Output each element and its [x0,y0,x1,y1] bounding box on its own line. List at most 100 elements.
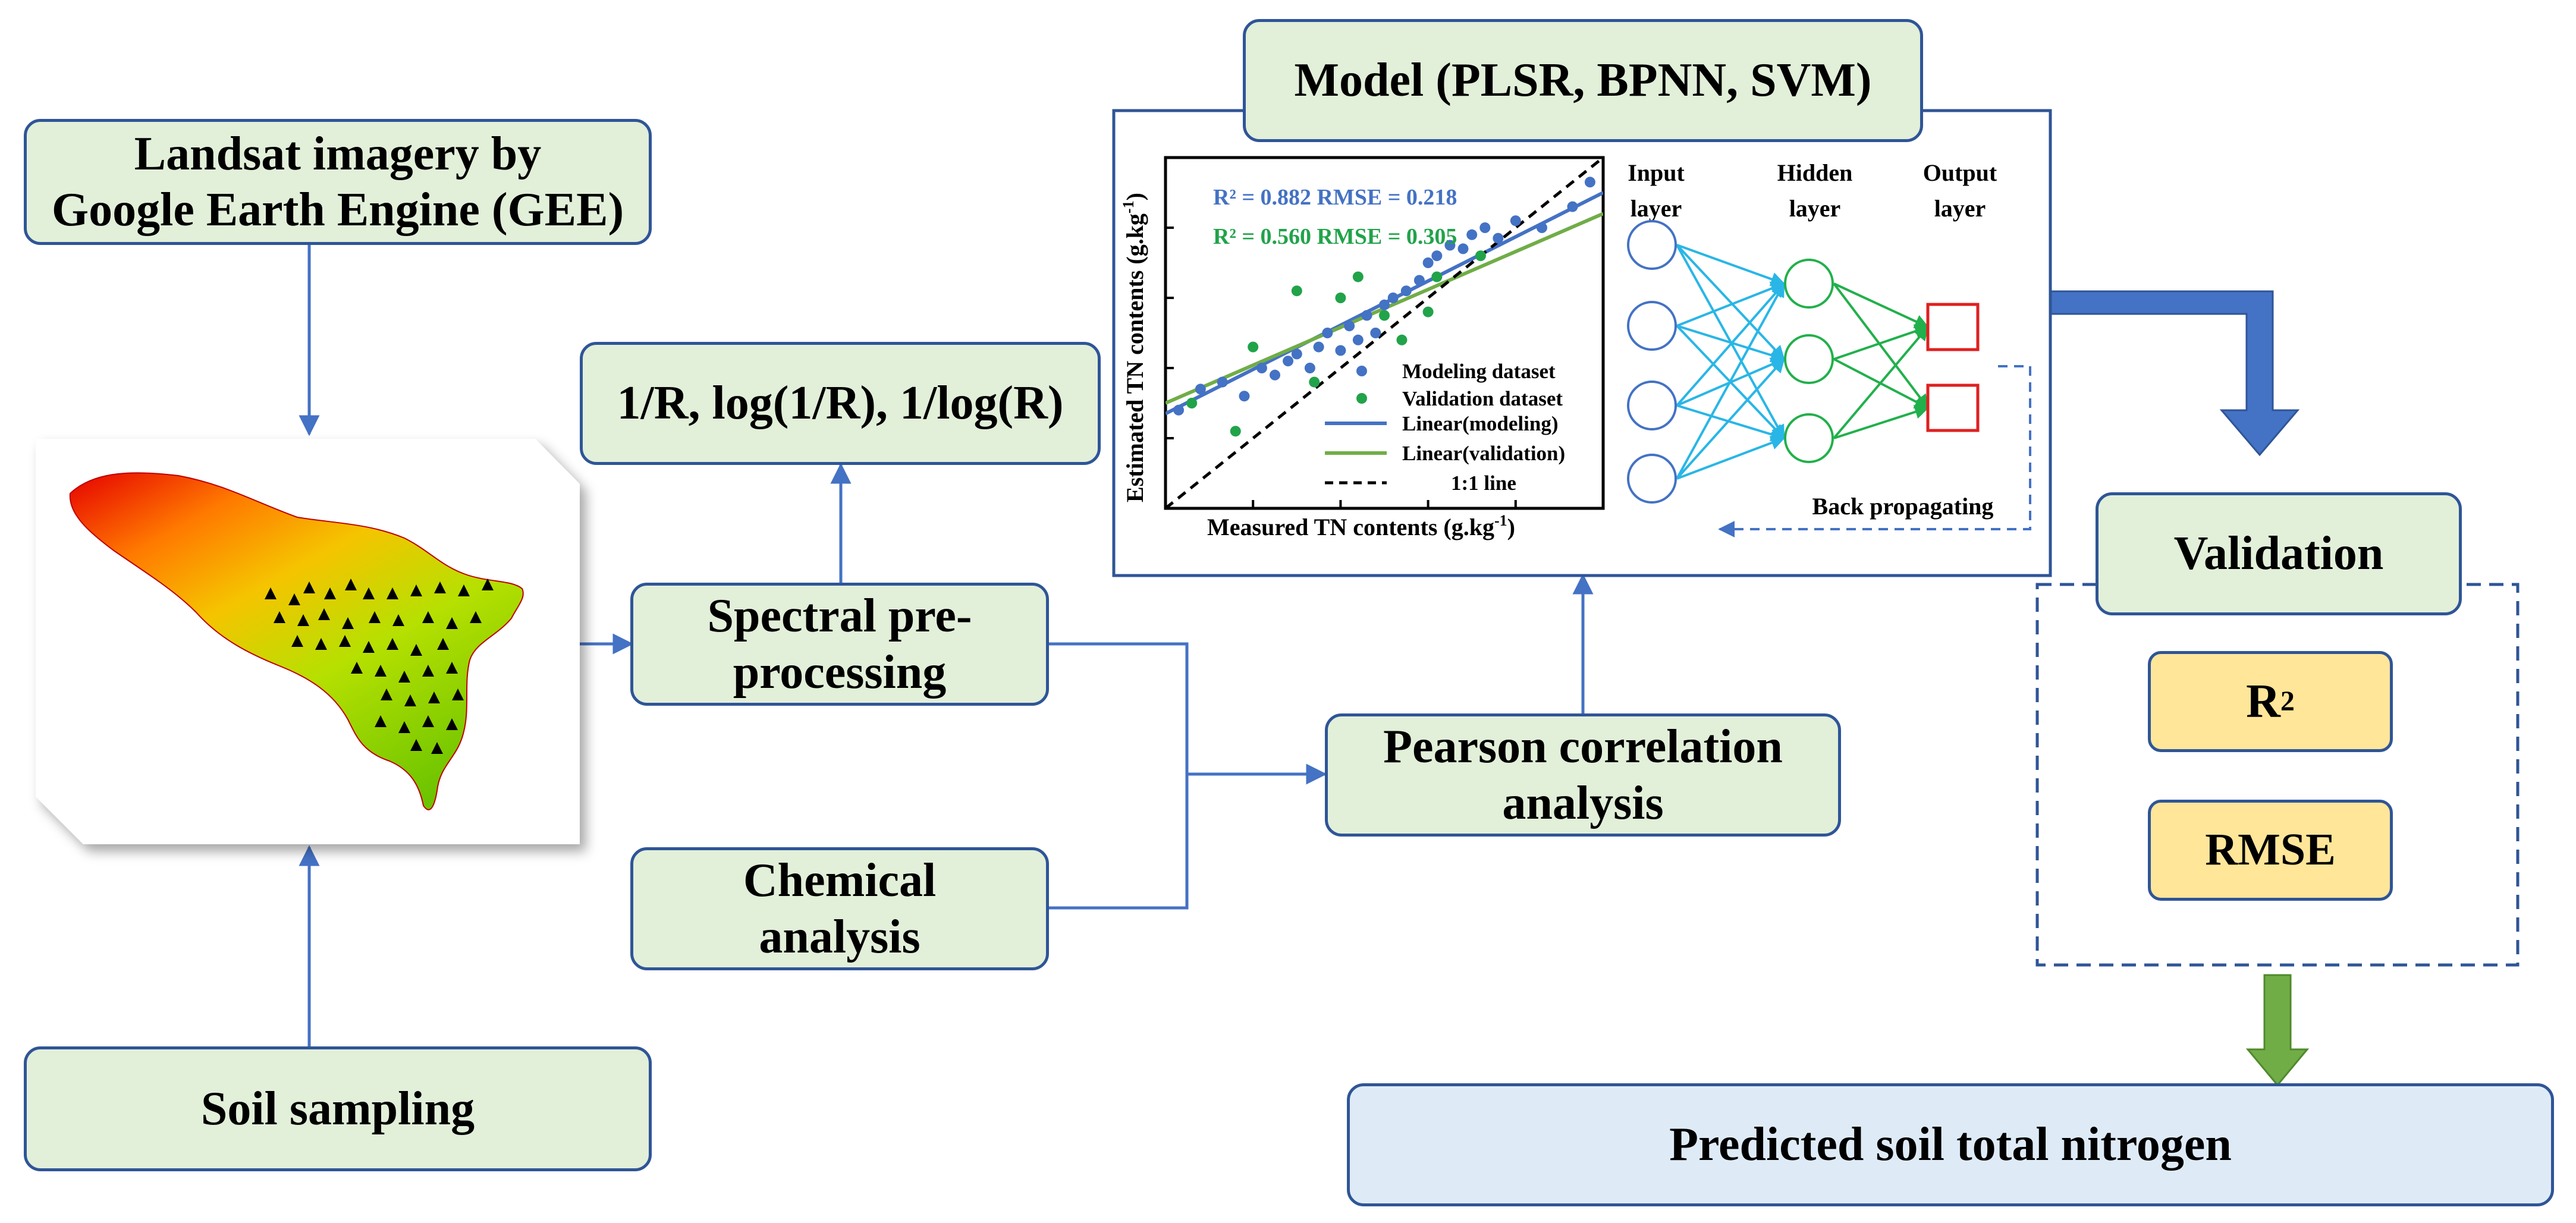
model-title-box: Model (PLSR, BPNN, SVM) [1243,19,1923,142]
legend-validation: Validation dataset [1402,387,1563,410]
r-squared-label: R [2246,675,2280,728]
nn-input-node [1627,220,1677,270]
sample-site-icon [422,611,434,623]
sample-sites [265,579,494,754]
y-axis-label: Estimated TN contents (g.kg-1) [1120,193,1148,502]
point-modeling-dataset [1304,363,1315,373]
sample-site-icon [265,587,277,599]
sample-site-icon [410,739,422,751]
big-arrow-model-to-validation [2049,290,2300,457]
point-modeling-dataset [1335,345,1346,356]
point-modeling-dataset [1313,341,1324,353]
point-modeling-dataset [1493,232,1504,244]
point-modeling-dataset [1283,356,1294,367]
nn-hidden-node [1784,413,1834,463]
predicted-nitrogen-box: Predicted soil total nitrogen [1347,1083,2554,1206]
sample-site-icon [434,581,446,593]
point-modeling-dataset [1270,369,1280,381]
nn-hidden-node [1784,334,1834,384]
point-validation-dataset [1431,271,1443,282]
nn-edge-input-hidden [1676,244,1786,286]
point-modeling-dataset [1400,285,1412,297]
point-modeling-dataset [1387,293,1399,303]
sample-site-icon [351,662,363,674]
point-validation-dataset [1422,306,1434,317]
landsat-box: Landsat imagery by Google Earth Engine (… [24,119,652,245]
point-validation-dataset [1379,310,1390,321]
sample-site-icon [375,715,387,727]
point-modeling-dataset [1431,250,1443,262]
sample-site-icon [342,617,354,629]
sample-site-icon [297,614,309,626]
sample-site-icon [422,665,434,677]
back-propagating-label: Back propagating [1812,493,1994,520]
sample-site-icon [410,584,422,596]
stat-modeling: R² = 0.882 RMSE = 0.218 [1213,185,1457,210]
point-modeling-dataset [1536,222,1547,233]
point-validation-dataset [1475,250,1486,262]
nn-input-node [1627,381,1677,430]
sample-site-icon [431,742,443,754]
sample-site-icon [274,611,285,623]
nn-edge-input-hidden [1676,282,1785,407]
legend-linear-validation: Linear(validation) [1402,442,1565,465]
legend-modeling: Modeling dataset [1402,360,1556,383]
point-modeling-dataset [1379,299,1390,310]
nn-edge-hidden-output [1833,324,1930,360]
nn-edge-input-hidden [1676,404,1786,442]
chemical-analysis-box: Chemical analysis [630,847,1049,970]
point-modeling-dataset [1457,243,1469,254]
sample-site-icon [446,662,458,674]
sample-site-icon [303,581,315,593]
sample-site-icon [458,584,470,596]
legend-one-to-one: 1:1 line [1451,471,1516,495]
nn-output-node [1926,383,1980,432]
transforms-box: 1/R, log(1/R), 1/log(R) [580,342,1101,465]
pearson-correlation-box: Pearson correlation analysis [1325,713,1841,837]
nn-edge-input-hidden [1676,325,1786,363]
sample-site-icon [482,579,494,590]
point-validation-dataset [1186,398,1198,408]
sample-site-icon [470,611,482,623]
validation-box: Validation [2096,492,2462,615]
point-validation-dataset [1309,376,1320,388]
legend-dot-modeling [1356,366,1367,376]
nn-edges [1676,244,1930,480]
point-validation-dataset [1396,334,1408,345]
nn-input-node [1627,301,1677,351]
nn-edge-input-hidden [1676,436,1786,480]
sample-site-icon [315,638,327,650]
sample-site-icon [410,644,422,656]
sample-site-icon [404,694,416,706]
scatter-plot: R² = 0.882 RMSE = 0.218 R² = 0.560 RMSE … [1120,156,1605,540]
point-validation-dataset [1352,271,1364,282]
point-modeling-dataset [1291,348,1302,360]
point-modeling-dataset [1239,391,1250,402]
point-modeling-dataset [1195,383,1206,395]
sample-site-icon [446,718,458,730]
sample-site-icon [288,593,300,605]
sample-site-icon [437,638,449,650]
nn-edge-input-hidden [1676,244,1785,360]
soil-sampling-box: Soil sampling [24,1046,652,1171]
back-propagation-arrow [1718,365,2031,537]
sample-site-icon [428,691,440,703]
point-validation-dataset [1230,426,1241,437]
sample-site-icon [387,638,398,650]
point-validation-dataset [1248,341,1259,353]
sample-site-icon [363,587,375,599]
point-modeling-dataset [1466,229,1478,240]
point-validation-dataset [1335,293,1346,303]
sample-site-icon [452,688,464,700]
sample-site-icon [375,665,387,677]
sample-site-icon [339,635,351,647]
point-modeling-dataset [1370,328,1381,338]
sample-site-icon [446,617,458,629]
nn-input-node [1627,454,1677,504]
point-modeling-dataset [1422,257,1434,268]
point-modeling-dataset [1322,328,1333,338]
